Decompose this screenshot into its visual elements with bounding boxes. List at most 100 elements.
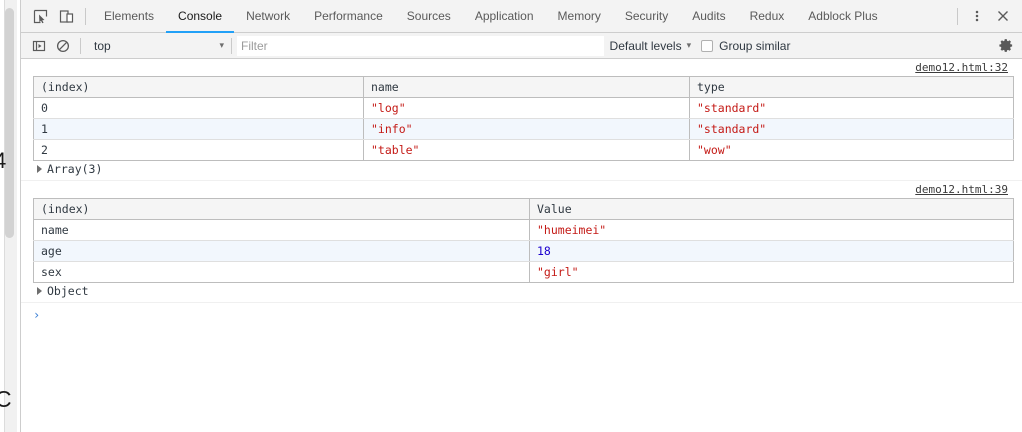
- expandable-object[interactable]: Object: [33, 284, 1014, 298]
- chevron-right-icon[interactable]: [37, 287, 42, 295]
- tabstrip-right-controls: [951, 3, 1020, 29]
- tab-network[interactable]: Network: [234, 0, 302, 33]
- cell-value: 18: [529, 240, 1014, 262]
- source-link[interactable]: demo12.html:32: [915, 61, 1008, 74]
- expandable-array[interactable]: Array(3): [33, 162, 1014, 176]
- cell-index: 0: [33, 97, 364, 119]
- cell-type: "standard": [689, 118, 1014, 140]
- tab-network-label: Network: [246, 9, 291, 23]
- console-sidebar-toggle-icon[interactable]: [27, 35, 51, 57]
- execution-context-select[interactable]: top ▾: [86, 39, 226, 53]
- cell-type: "wow": [697, 143, 732, 157]
- console-prompt-input[interactable]: [46, 308, 1014, 322]
- table-header-type[interactable]: type: [689, 76, 1014, 98]
- group-similar-label: Group similar: [719, 38, 791, 53]
- table-header-row: (index) Value: [33, 198, 1014, 220]
- underlying-page-sliver: 4 C: [0, 0, 20, 432]
- execution-context-value: top: [94, 38, 111, 53]
- tab-redux[interactable]: Redux: [738, 0, 797, 33]
- chevron-down-icon: ▾: [219, 40, 224, 50]
- tab-adblock-plus-label: Adblock Plus: [808, 9, 878, 23]
- tab-console[interactable]: Console: [166, 0, 235, 33]
- inspect-cursor-icon[interactable]: [27, 3, 53, 29]
- group-similar-checkbox[interactable]: [701, 39, 714, 52]
- tab-security-label: Security: [624, 9, 669, 23]
- tab-security[interactable]: Security: [613, 0, 680, 33]
- table-header-index[interactable]: (index): [33, 76, 364, 98]
- device-toolbar-icon[interactable]: [53, 3, 79, 29]
- console-toolbar-divider-2: [231, 37, 232, 54]
- tab-audits[interactable]: Audits: [680, 0, 737, 33]
- chevron-down-icon: ▾: [686, 40, 692, 50]
- cell-name: "log": [363, 97, 690, 119]
- source-link[interactable]: demo12.html:39: [915, 183, 1008, 196]
- devtools-tabstrip: Elements Console Network Performance Sou…: [21, 0, 1022, 33]
- log-levels-label: Default levels: [609, 38, 682, 53]
- tab-audits-label: Audits: [692, 9, 726, 23]
- tab-memory-label: Memory: [557, 9, 601, 23]
- table-row: age 18: [33, 240, 1014, 262]
- console-message-table-array: demo12.html:32 (index) name type 0 "log"…: [21, 59, 1022, 181]
- filter-input[interactable]: [237, 35, 604, 56]
- gear-icon[interactable]: [994, 35, 1018, 57]
- vertical-dots-icon[interactable]: [964, 3, 990, 29]
- expandable-array-label: Array(3): [47, 162, 103, 176]
- close-icon[interactable]: [990, 3, 1016, 29]
- cell-index: 2: [33, 139, 364, 161]
- cell-type: "standard": [689, 97, 1014, 119]
- tab-sources[interactable]: Sources: [395, 0, 463, 33]
- group-similar-toggle[interactable]: Group similar: [701, 39, 790, 53]
- tab-performance-label: Performance: [314, 9, 383, 23]
- tab-redux-label: Redux: [749, 9, 785, 23]
- table-row: 2 "table" "wow": [33, 139, 1014, 161]
- tabstrip-divider-left: [85, 7, 86, 25]
- tab-elements-label: Elements: [104, 9, 155, 23]
- tab-application[interactable]: Application: [463, 0, 546, 33]
- table-row: sex "girl": [33, 261, 1014, 283]
- tab-performance[interactable]: Performance: [302, 0, 395, 33]
- page-scrollbar-thumb[interactable]: [5, 8, 14, 238]
- cell-value: "humeimei": [529, 219, 1014, 241]
- console-message-table-object: demo12.html:39 (index) Value name "humei…: [21, 181, 1022, 303]
- cell-key: sex: [33, 261, 530, 283]
- table-header-row: (index) name type: [33, 76, 1014, 98]
- prompt-arrow-icon: ›: [33, 308, 41, 322]
- table-row: name "humeimei": [33, 219, 1014, 241]
- table-header: (index) name type: [33, 76, 1014, 98]
- console-toolbar: top ▾ Default levels ▾ Group similar: [21, 33, 1022, 59]
- table-row: 1 "info" "standard": [33, 118, 1014, 140]
- console-table-object: (index) Value name "humeimei" age 18 sex: [33, 198, 1014, 283]
- table-header: (index) Value: [33, 198, 1014, 220]
- table-row: 0 "log" "standard": [33, 97, 1014, 119]
- log-levels-select[interactable]: Default levels ▾: [604, 39, 702, 53]
- cell-name: "info": [363, 118, 690, 140]
- cell-index: 1: [33, 118, 364, 140]
- cell-key: name: [33, 219, 530, 241]
- tab-memory[interactable]: Memory: [546, 0, 613, 33]
- devtools-panel-tabs: Elements Console Network Performance Sou…: [92, 0, 951, 33]
- tab-adblock-plus[interactable]: Adblock Plus: [796, 0, 889, 33]
- cell-key: age: [33, 240, 530, 262]
- cell-name: "table": [363, 139, 690, 161]
- table-header-index[interactable]: (index): [33, 198, 530, 220]
- table-body: name "humeimei" age 18 sex "girl": [33, 219, 1014, 283]
- expandable-object-label: Object: [47, 284, 89, 298]
- chevron-right-icon[interactable]: [37, 165, 42, 173]
- tabstrip-divider-right: [957, 7, 958, 25]
- page-clipped-text-top: 4: [0, 148, 7, 173]
- page-clipped-text-bottom: C: [0, 386, 12, 412]
- tab-sources-label: Sources: [406, 9, 451, 23]
- tab-elements[interactable]: Elements: [92, 0, 166, 33]
- console-output[interactable]: demo12.html:32 (index) name type 0 "log"…: [21, 59, 1022, 432]
- tab-application-label: Application: [474, 9, 534, 23]
- console-prompt[interactable]: ›: [21, 303, 1022, 328]
- tab-console-label: Console: [178, 9, 223, 23]
- cell-value: "girl": [537, 265, 579, 279]
- table-body: 0 "log" "standard" 1 "info" "standard" 2…: [33, 97, 1014, 161]
- console-table-array: (index) name type 0 "log" "standard" 1 "…: [33, 76, 1014, 161]
- console-toolbar-divider-1: [80, 37, 81, 54]
- table-header-value[interactable]: Value: [529, 198, 1014, 220]
- devtools-window: Elements Console Network Performance Sou…: [20, 0, 1022, 432]
- clear-console-icon[interactable]: [51, 35, 75, 57]
- table-header-name[interactable]: name: [363, 76, 690, 98]
